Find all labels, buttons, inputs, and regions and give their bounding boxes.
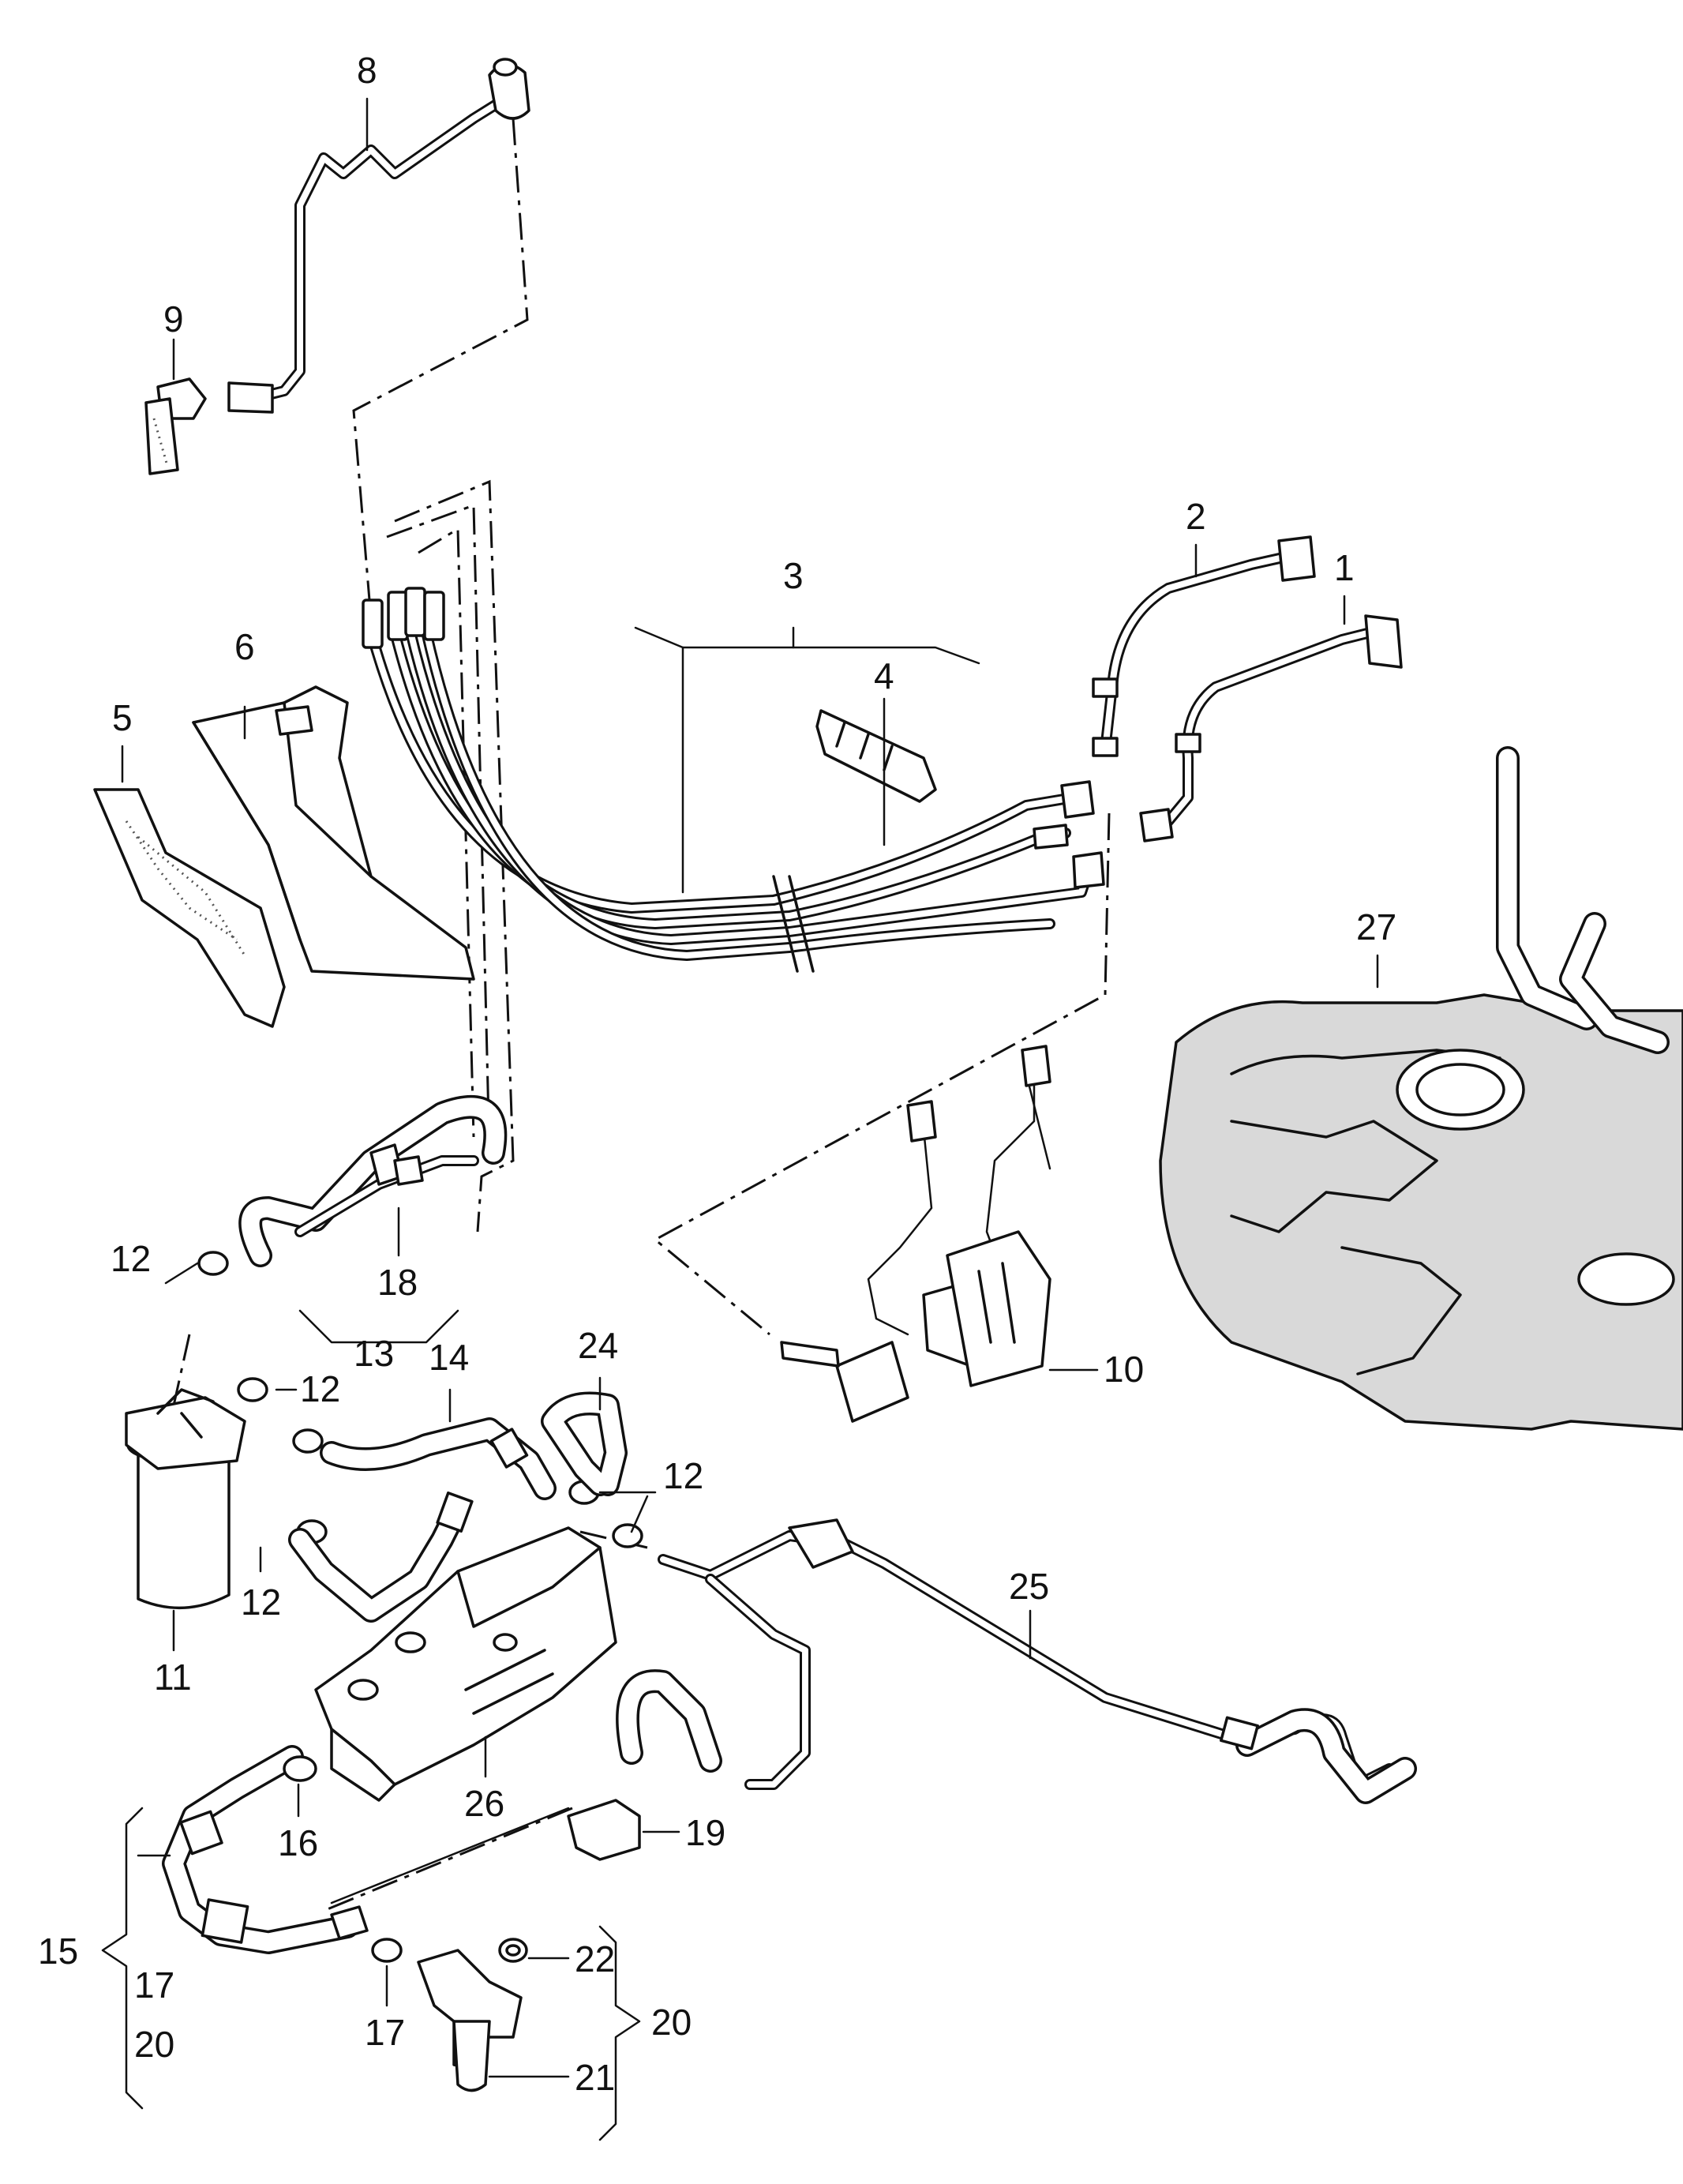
leader-lines (101, 97, 1379, 2141)
callout-15: 15 (38, 1931, 78, 1972)
assembly-guide-lines (160, 118, 1111, 1912)
hose-part-14 (320, 1417, 557, 1500)
callout-19: 19 (685, 1812, 725, 1853)
clamp-part-16 (283, 1755, 317, 1782)
callout-24: 24 (578, 1325, 618, 1366)
callout-17-b: 17 (365, 2012, 405, 2053)
fuel-tank-part-27 (1159, 746, 1683, 1431)
callout-17-a: 17 (134, 1964, 174, 2006)
callout-6: 6 (234, 626, 255, 667)
callout-12-d: 12 (241, 1582, 281, 1623)
clip-part-19 (567, 1799, 641, 1861)
callout-4: 4 (874, 655, 894, 696)
callout-16: 16 (278, 1822, 318, 1863)
callout-26: 26 (464, 1783, 504, 1824)
hose-assembly-part-15 (162, 1745, 369, 1954)
connector-part-21 (417, 1949, 523, 2092)
callout-21: 21 (575, 2057, 615, 2098)
callout-10: 10 (1104, 1349, 1144, 1390)
callout-12-b: 12 (300, 1368, 340, 1409)
fuel-line-part-25 (616, 1518, 1417, 1804)
connector-part-9 (144, 377, 207, 475)
callout-3: 3 (783, 555, 804, 596)
callout-11: 11 (154, 1657, 192, 1698)
hose-lower-left (288, 1491, 474, 1623)
clip-part-4 (815, 709, 937, 803)
callout-12-c: 12 (663, 1455, 703, 1496)
callout-12-a: 12 (111, 1238, 151, 1279)
bracket-part-5 (93, 788, 286, 1028)
callout-13: 13 (354, 1333, 394, 1374)
callout-labels: 8 9 2 1 3 4 6 5 27 10 12 18 13 14 24 12 … (38, 50, 1396, 2098)
mounting-bracket-part-26 (314, 1526, 617, 1802)
fuel-line-part-8 (227, 58, 530, 414)
callout-20-b: 20 (651, 2002, 692, 2043)
fuel-filter-part-11 (125, 1388, 246, 1610)
callout-8: 8 (357, 50, 377, 91)
clamp-part-17 (371, 1938, 403, 1963)
guard-part-6 (192, 685, 475, 981)
callout-2: 2 (1186, 496, 1206, 537)
hose-assembly-part-13 (238, 1094, 508, 1267)
callout-18: 18 (377, 1262, 418, 1303)
callout-9: 9 (163, 298, 184, 340)
fuel-line-part-1 (1139, 614, 1403, 842)
seal-part-22 (498, 1938, 528, 1963)
callout-27: 27 (1356, 906, 1396, 948)
callout-14: 14 (429, 1337, 469, 1378)
callout-22: 22 (575, 1938, 615, 1979)
callout-1: 1 (1334, 547, 1355, 588)
valve-unit-part-10 (780, 1045, 1051, 1423)
fuel-lines-part-3 (362, 587, 1105, 973)
callout-20-a: 20 (134, 2024, 174, 2065)
callout-25: 25 (1009, 1566, 1049, 1607)
hose-part-24 (541, 1391, 628, 1496)
fuel-line-part-2 (1092, 535, 1316, 757)
callout-5: 5 (112, 697, 133, 738)
